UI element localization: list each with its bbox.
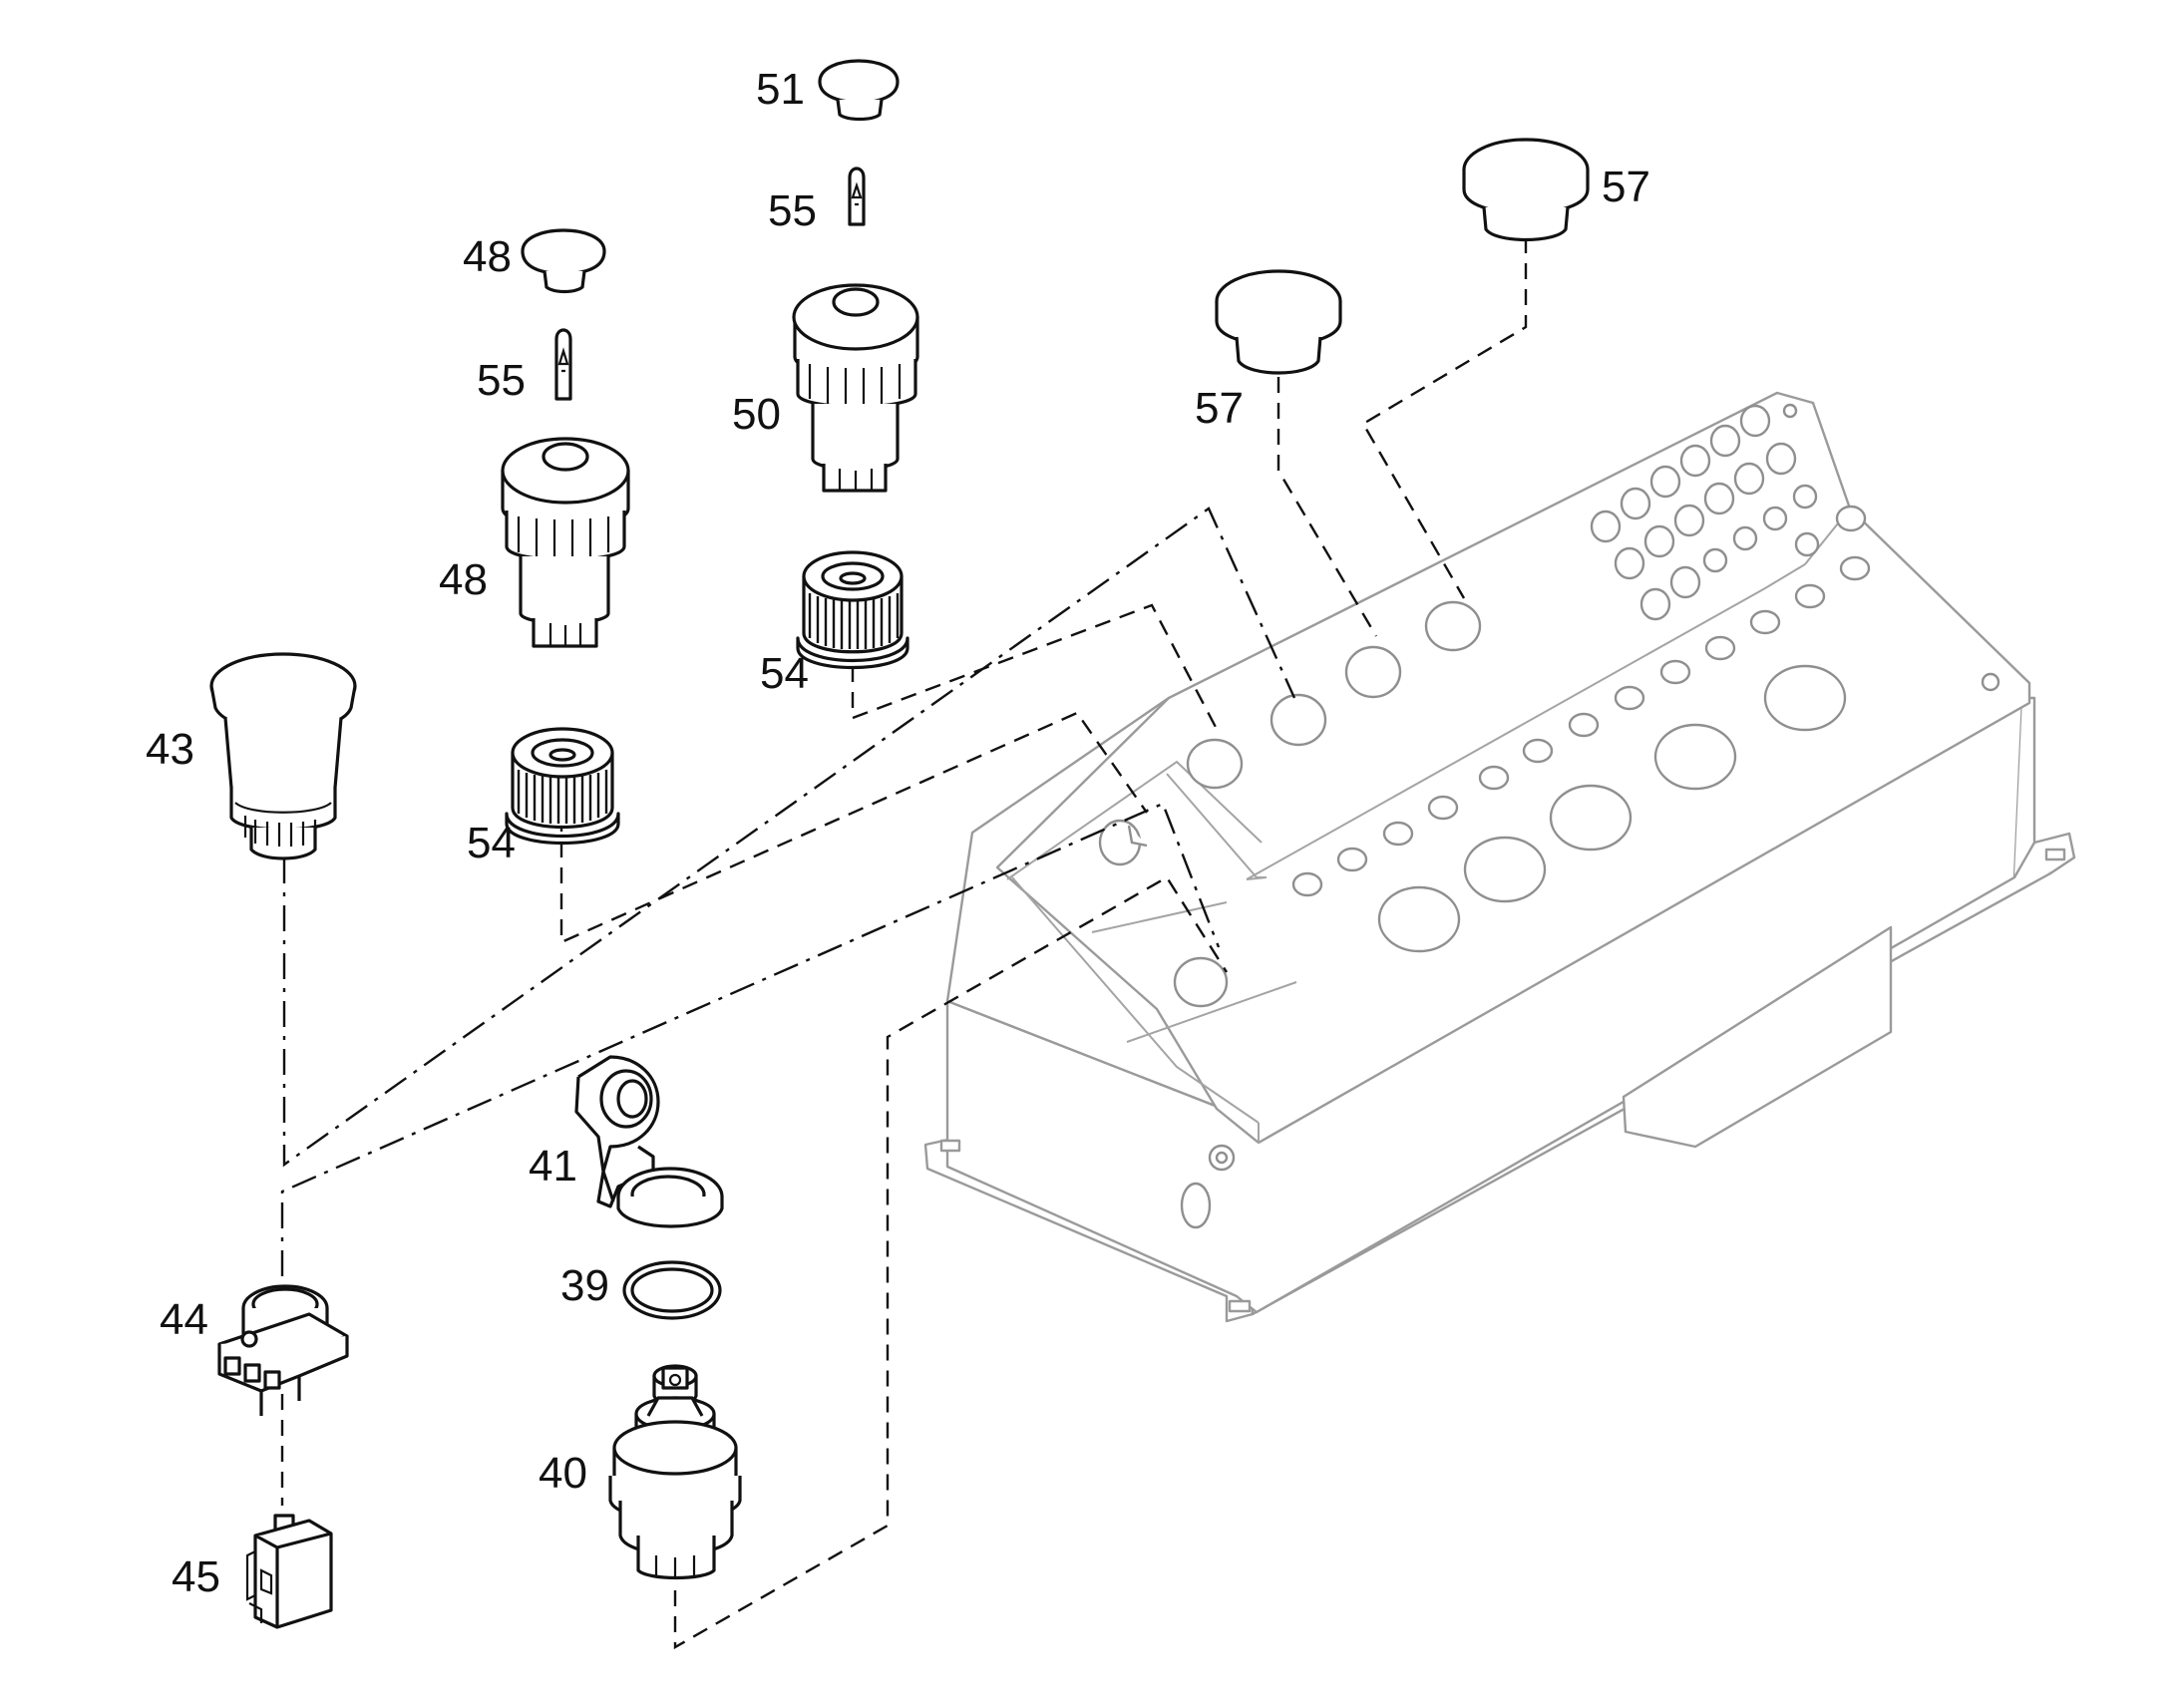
callout-45: 45	[172, 1552, 220, 1601]
part-51-lens-cap	[818, 59, 900, 122]
part-54-knurled-ring-top	[796, 550, 909, 669]
callout-55-left: 55	[477, 356, 526, 405]
part-48-pushbutton-body	[501, 437, 630, 648]
callout-48-body: 48	[439, 555, 488, 604]
control-panel-housing	[923, 391, 2076, 1323]
callout-54-left: 54	[467, 819, 516, 867]
callout-48-cap: 48	[463, 232, 512, 281]
callout-57-left: 57	[1195, 384, 1244, 433]
part-57-blank-cap-left	[1215, 269, 1342, 375]
part-50-pushbutton-body	[792, 283, 919, 493]
callout-43: 43	[146, 725, 194, 774]
part-57-blank-cap-right	[1462, 138, 1590, 242]
callout-51: 51	[756, 65, 805, 114]
part-44-contact-holder	[217, 1284, 349, 1416]
part-55-bulb-top	[848, 167, 866, 226]
callout-41: 41	[529, 1142, 577, 1191]
part-54-knurled-ring-left	[505, 727, 620, 845]
callout-54-top: 54	[760, 649, 809, 698]
callout-44: 44	[160, 1295, 208, 1344]
callout-labels: 51 55 50 54 57 57 48 55 48 54 43 41 39 4…	[146, 65, 1650, 1601]
part-39-o-ring	[622, 1260, 722, 1320]
callout-55-top: 55	[768, 186, 817, 235]
part-41-key-switch-cover	[574, 1055, 724, 1228]
callout-57-right: 57	[1602, 163, 1650, 211]
callout-50: 50	[732, 390, 781, 439]
part-48-lens-cap	[521, 228, 606, 294]
callout-40: 40	[539, 1449, 587, 1498]
part-43-mushroom-pushbutton	[209, 652, 357, 860]
part-55-bulb-left	[554, 328, 572, 401]
part-45-contact-element	[245, 1514, 333, 1629]
part-40-key-switch-body	[608, 1364, 742, 1580]
callout-39: 39	[560, 1261, 609, 1310]
